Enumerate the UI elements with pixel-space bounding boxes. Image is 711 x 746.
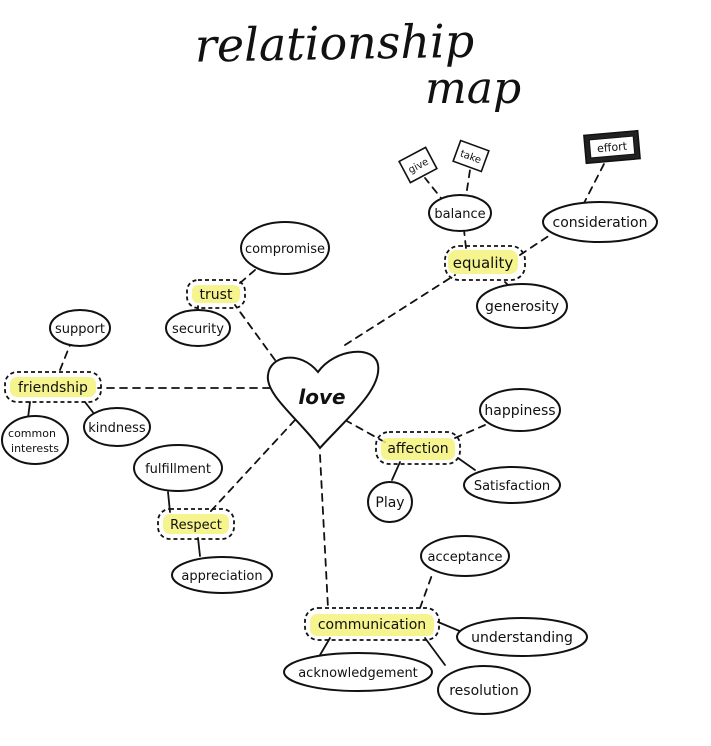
love-heart-node: love xyxy=(266,350,380,450)
title-line-1: relationship xyxy=(194,14,474,73)
link-love-communication xyxy=(319,454,329,609)
common-interests-label-1: common xyxy=(8,427,56,440)
affection-label: affection xyxy=(387,441,448,457)
node-resolution: resolution xyxy=(437,665,531,715)
hub-affection: affection xyxy=(375,431,461,465)
hub-respect: Respect xyxy=(157,508,235,540)
common-interests-label-2: interests xyxy=(11,442,59,455)
node-acknowledgement: acknowledgement xyxy=(283,652,433,692)
link-equality-consideration xyxy=(519,234,551,256)
hub-communication: communication xyxy=(304,607,440,641)
title-line-2: map xyxy=(425,63,521,114)
link-trust-compromise xyxy=(239,269,256,284)
understanding-label: understanding xyxy=(471,630,573,646)
node-support: support xyxy=(49,309,111,347)
satisfaction-label: Satisfaction xyxy=(474,479,550,494)
node-appreciation: appreciation xyxy=(171,556,273,594)
node-common-interests: common interests xyxy=(1,415,69,465)
acceptance-label: acceptance xyxy=(428,550,503,565)
node-satisfaction: Satisfaction xyxy=(463,466,561,504)
effort-label: effort xyxy=(597,140,629,156)
node-play: Play xyxy=(367,481,413,523)
link-love-equality xyxy=(344,274,456,346)
trust-label: trust xyxy=(200,287,233,303)
node-understanding: understanding xyxy=(456,617,588,657)
link-equality-balance xyxy=(463,229,467,249)
node-fulfillment: fulfillment xyxy=(133,444,223,492)
appreciation-label: appreciation xyxy=(181,569,262,584)
node-consideration: consideration xyxy=(542,201,658,243)
heart-icon xyxy=(266,350,380,450)
resolution-label: resolution xyxy=(449,683,519,699)
happiness-label: happiness xyxy=(484,403,555,419)
compromise-label: compromise xyxy=(245,242,325,257)
link-love-trust xyxy=(234,304,276,361)
hub-trust: trust xyxy=(186,279,246,309)
equality-label: equality xyxy=(453,254,514,272)
support-label: support xyxy=(55,322,105,337)
security-label: security xyxy=(172,322,224,337)
link-respect-appreciation xyxy=(197,537,201,557)
node-happiness: happiness xyxy=(479,388,561,432)
node-balance: balance xyxy=(428,194,492,232)
hub-equality: equality xyxy=(444,245,526,281)
fulfillment-label: fulfillment xyxy=(145,462,211,477)
respect-label: Respect xyxy=(170,518,222,533)
link-affection-play xyxy=(391,461,401,481)
node-acceptance: acceptance xyxy=(420,535,510,577)
generosity-label: generosity xyxy=(485,299,559,315)
node-generosity: generosity xyxy=(476,283,568,329)
communication-label: communication xyxy=(318,617,426,633)
acknowledgement-label: acknowledgement xyxy=(298,666,418,681)
link-affection-satisfaction xyxy=(457,457,476,471)
link-consideration-effort xyxy=(582,161,606,206)
play-label: Play xyxy=(375,495,404,511)
node-compromise: compromise xyxy=(240,221,330,275)
kindness-label: kindness xyxy=(88,421,146,436)
link-communication-understanding xyxy=(437,621,463,633)
balance-label: balance xyxy=(434,207,485,222)
link-communication-acceptance xyxy=(419,574,433,609)
node-kindness: kindness xyxy=(83,407,151,447)
give-tag: give xyxy=(398,146,438,184)
link-love-respect xyxy=(209,419,296,513)
love-label: love xyxy=(298,385,345,409)
hub-friendship: friendship xyxy=(4,371,102,403)
take-tag: take xyxy=(452,139,490,173)
friendship-label: friendship xyxy=(18,380,88,396)
consideration-label: consideration xyxy=(553,215,648,231)
effort-tag: effort xyxy=(583,129,641,165)
node-security: security xyxy=(165,309,231,347)
link-affection-happiness xyxy=(454,424,486,439)
link-communication-resolution xyxy=(424,637,446,666)
link-friendship-common xyxy=(27,401,31,419)
link-friendship-support xyxy=(59,344,71,371)
